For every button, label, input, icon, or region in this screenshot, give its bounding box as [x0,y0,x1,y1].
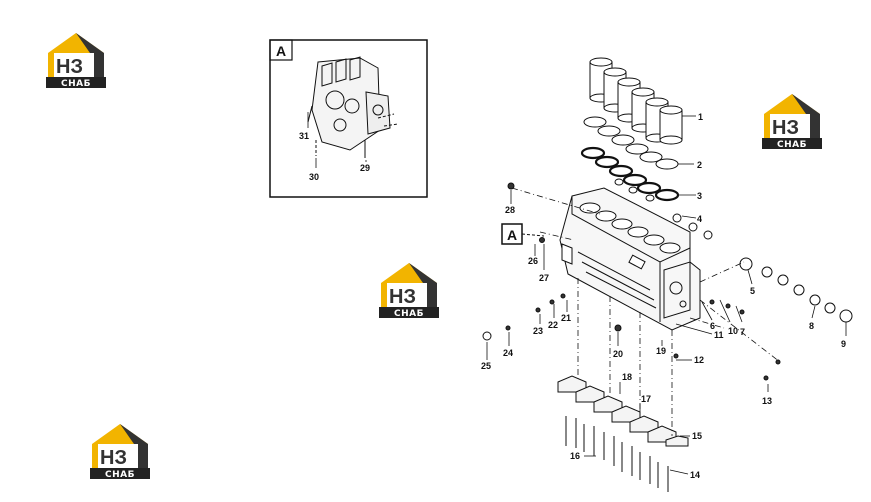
cylinder-liners [589,57,683,145]
logo-caption: СНАБ [777,140,807,150]
callout-26: 26 [528,256,538,266]
callout-29: 29 [360,163,370,173]
callout-23: 23 [533,326,543,336]
callout-8: 8 [809,321,814,331]
callout-5: 5 [750,286,755,296]
inset-tag-label: A [276,43,286,59]
core-plugs-top [614,178,713,240]
callout-24: 24 [503,348,513,358]
callout-21: 21 [561,313,571,323]
seal-rings-thick [580,146,680,202]
logo-letters: НЗ [389,286,416,308]
logo-letters: НЗ [100,447,127,469]
callout-31: 31 [299,131,309,141]
brand-logo: НЗ СНАБ [379,263,439,319]
callout-12: 12 [694,355,704,365]
brand-logo: НЗ СНАБ [46,33,106,89]
callout-6: 6 [710,321,715,331]
callout-9: 9 [841,339,846,349]
callout-10: 10 [728,326,738,336]
callout-20: 20 [613,349,623,359]
logo-letters: НЗ [56,56,83,78]
callout-22: 22 [548,320,558,330]
callout-28: 28 [505,205,515,215]
callout-1: 1 [698,112,703,122]
bearing-bolts [565,416,669,492]
callout-25: 25 [481,361,491,371]
main-tag-label: A [507,227,517,243]
callout-27: 27 [539,273,549,283]
brand-logo: НЗ СНАБ [90,424,150,480]
callout-19: 19 [656,346,666,356]
callout-18: 18 [622,372,632,382]
logo-letters: НЗ [772,117,799,139]
callout-17: 17 [641,394,651,404]
inset-view [269,39,428,198]
logo-caption: СНАБ [394,309,424,319]
leader-lines [307,112,847,475]
callout-13: 13 [762,396,772,406]
callout-16: 16 [570,451,580,461]
logo-caption: СНАБ [61,79,91,89]
bearing-caps [557,375,689,447]
callout-7: 7 [740,327,745,337]
callout-14: 14 [690,470,700,480]
callout-4: 4 [697,214,702,224]
logo-caption: СНАБ [105,470,135,480]
cylinder-block [559,187,701,331]
callout-15: 15 [692,431,702,441]
callout-3: 3 [697,191,702,201]
callout-11: 11 [714,330,724,340]
fasteners [482,182,781,381]
side-plugs [739,257,853,323]
callout-30: 30 [309,172,319,182]
callout-2: 2 [697,160,702,170]
assembly-lines [511,187,781,436]
brand-logo: НЗ СНАБ [762,94,822,150]
